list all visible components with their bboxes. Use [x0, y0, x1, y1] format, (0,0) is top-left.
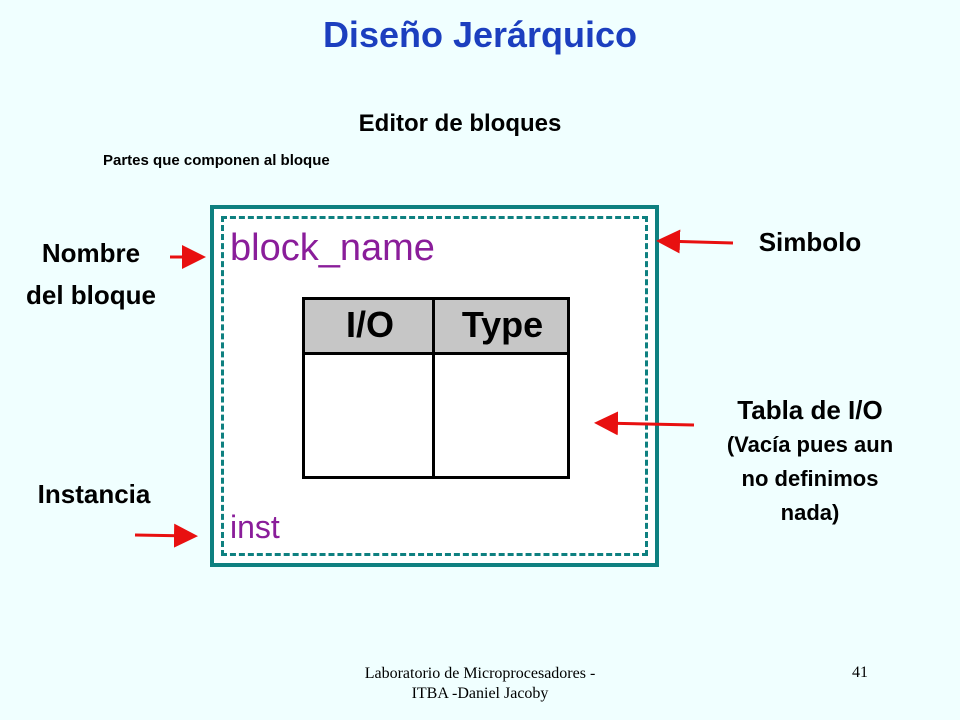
footer-line1: Laboratorio de Microprocesadores -	[364, 665, 596, 682]
io-table-header	[305, 300, 567, 355]
label-instancia: Instancia	[37, 479, 151, 509]
page-number: 41	[852, 664, 868, 681]
label-tabla-line4: nada)	[780, 500, 840, 525]
label-simbolo: Simbolo	[758, 227, 862, 257]
io-header-type: Type	[461, 304, 544, 345]
arrow-simbolo	[656, 229, 734, 254]
block-dashed-border	[221, 216, 648, 556]
parts-caption: Partes que componen al bloque	[103, 152, 330, 169]
label-tabla-line2: (Vacía pues aun	[726, 432, 894, 457]
io-header-io: I/O	[345, 304, 394, 345]
block-symbol: block_name I/O Type inst	[210, 205, 659, 567]
arrow-tabla	[594, 411, 695, 436]
label-nombre-line2: del bloque	[26, 280, 156, 310]
block-name-text: block_name	[230, 227, 435, 269]
io-table: I/O Type	[302, 297, 570, 479]
arrow-instancia	[134, 523, 198, 548]
io-table-column-divider	[305, 300, 435, 476]
label-nombre-line1: Nombre	[41, 238, 141, 268]
label-tabla-io: Tabla de I/O (Vacía pues aun no definimo…	[690, 392, 930, 530]
label-tabla-line3: no definimos	[741, 466, 879, 491]
slide-subtitle: Editor de bloques	[358, 110, 562, 137]
slide-title: Diseño Jerárquico	[322, 14, 638, 55]
label-tabla-line1: Tabla de I/O	[737, 395, 883, 425]
footer-line2: ITBA -Daniel Jacoby	[411, 685, 549, 702]
footer-text: Laboratorio de Microprocesadores - ITBA …	[300, 664, 660, 704]
label-nombre-del-bloque: Nombre del bloque	[0, 232, 182, 316]
block-instance-text: inst	[230, 509, 280, 545]
